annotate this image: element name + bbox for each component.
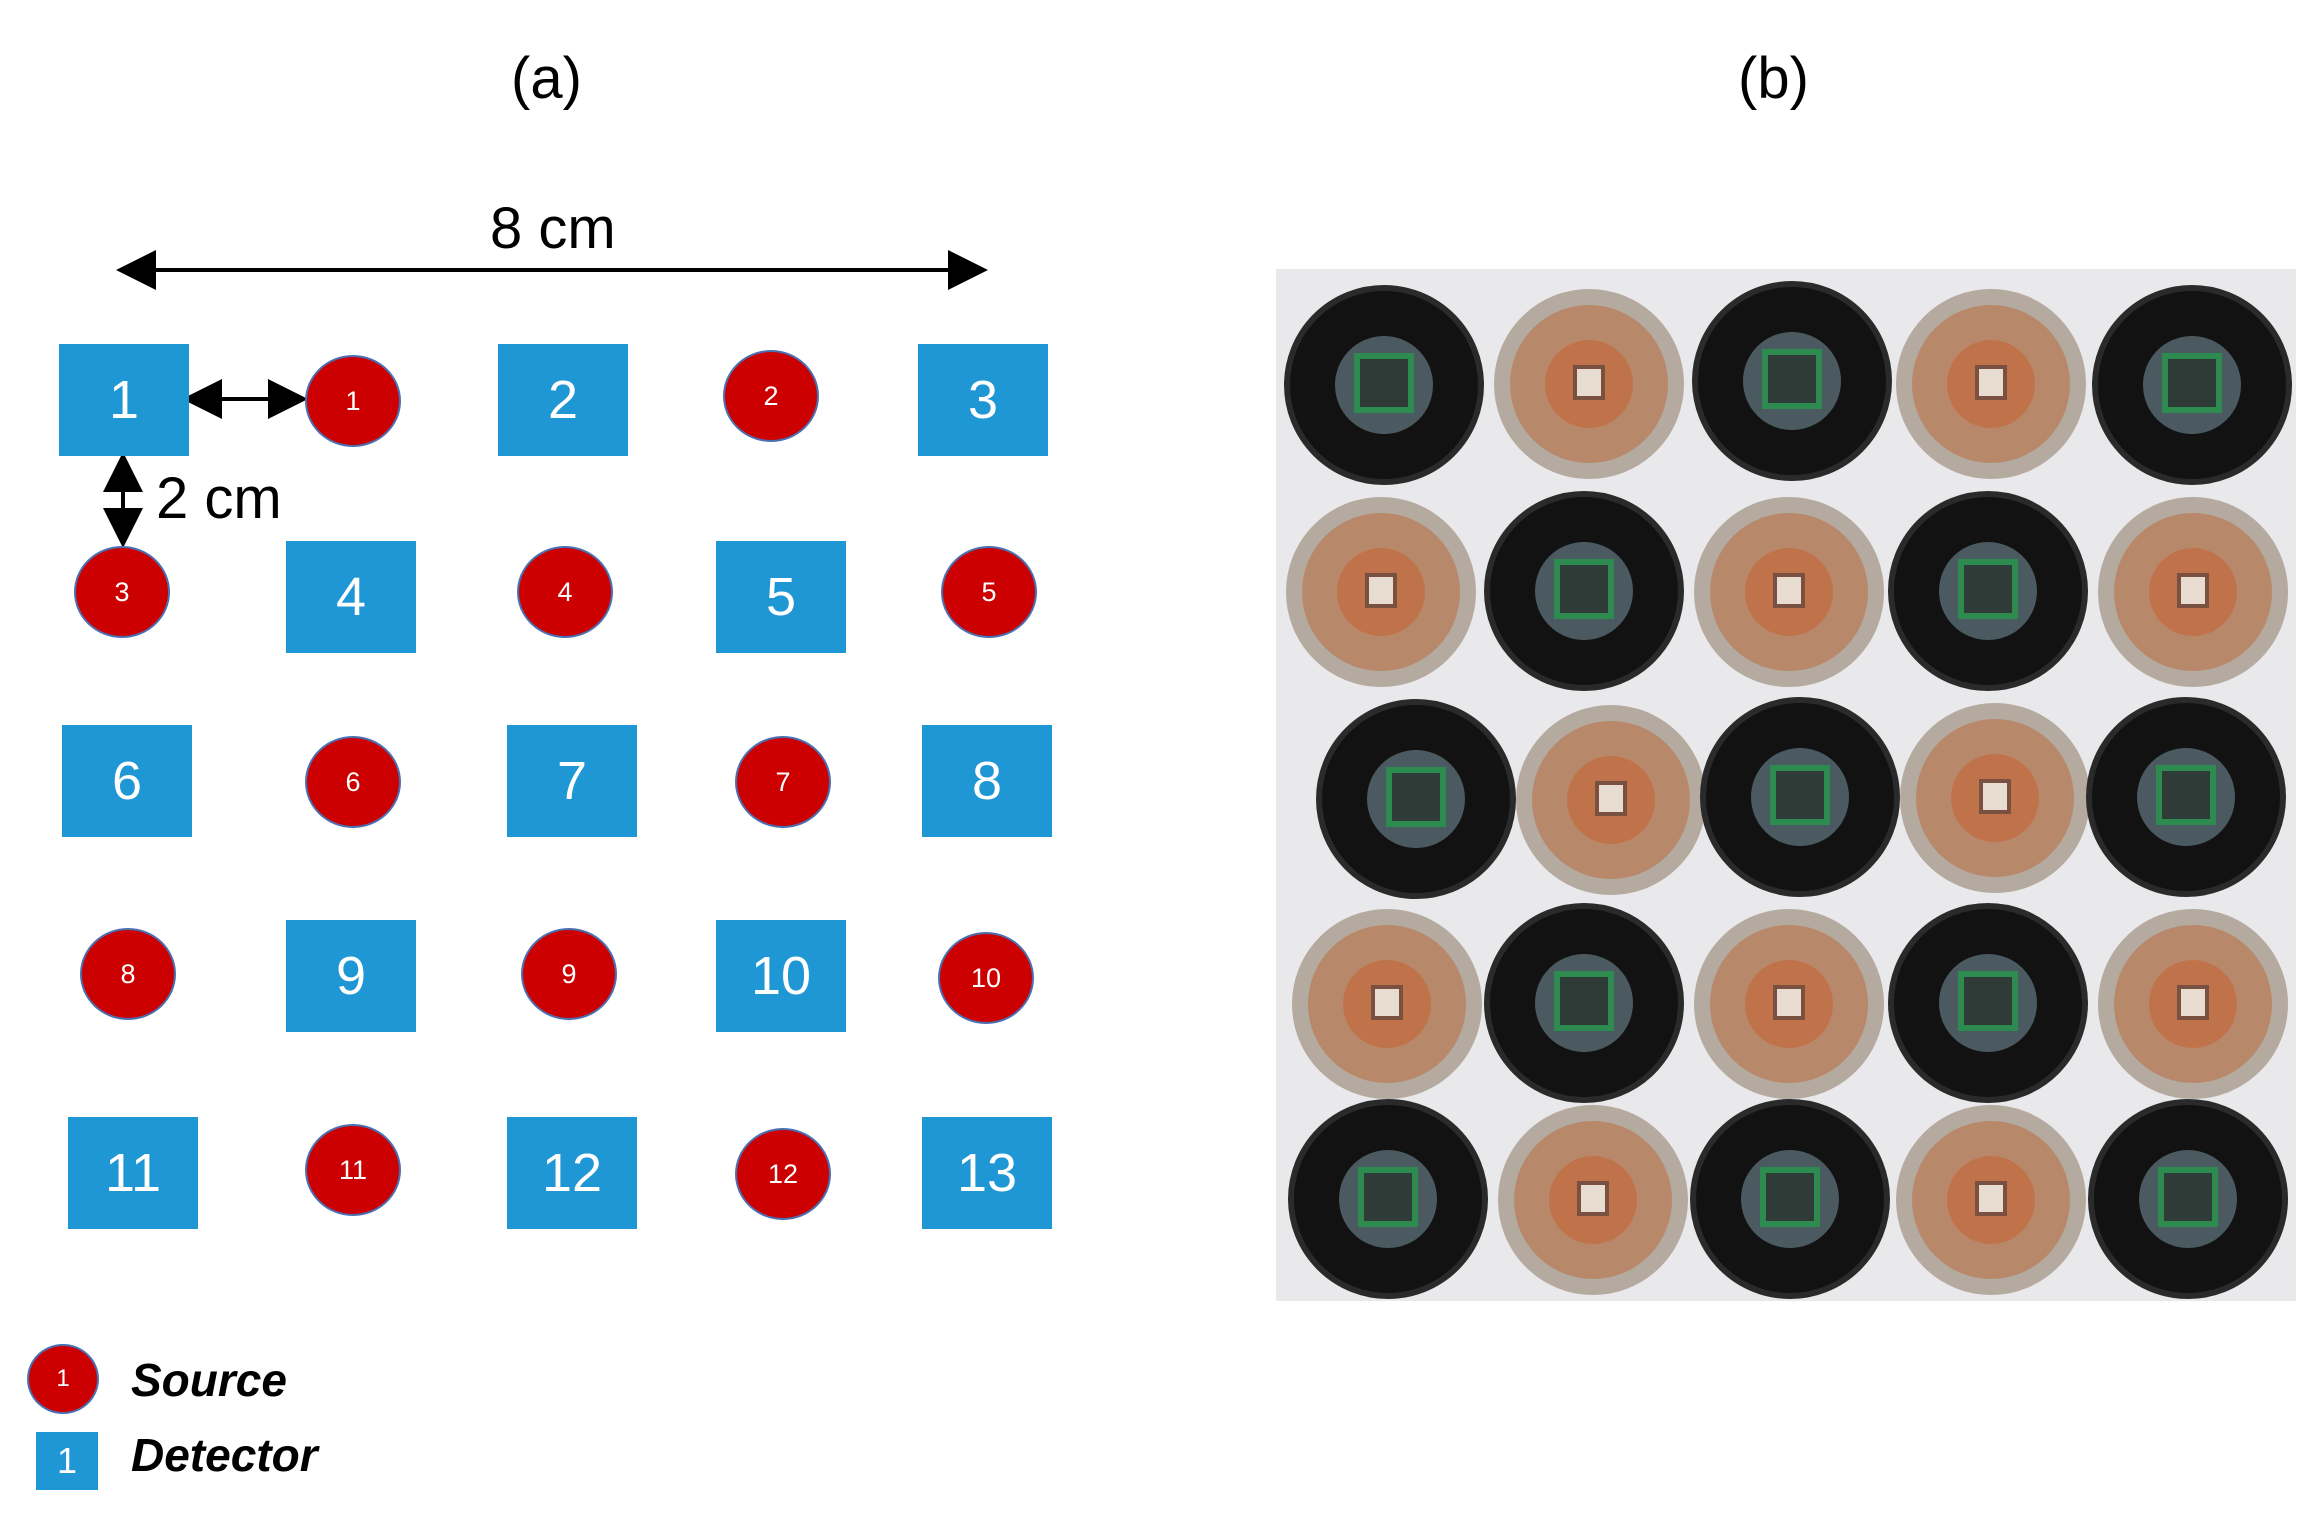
spacing-label: 2 cm xyxy=(156,466,282,531)
photo-source-optode xyxy=(1694,497,1884,687)
detector-6: 6 xyxy=(62,725,192,837)
detector-8: 8 xyxy=(922,725,1052,837)
detector-2: 2 xyxy=(498,344,628,456)
source-2: 2 xyxy=(723,350,819,442)
detector-1: 1 xyxy=(59,344,189,456)
photo-detector-optode xyxy=(1700,697,1900,897)
source-3: 3 xyxy=(74,546,170,638)
panel-label-a: (a) xyxy=(511,46,582,111)
photo-detector-optode xyxy=(2088,1099,2288,1299)
legend-detector-label: Detector xyxy=(131,1429,318,1481)
width-label: 8 cm xyxy=(490,196,616,261)
photo-detector-optode xyxy=(1288,1099,1488,1299)
photo-source-optode xyxy=(1516,705,1706,895)
photo-detector-optode xyxy=(1692,281,1892,481)
photo-detector-optode xyxy=(1284,285,1484,485)
photo-source-optode xyxy=(1896,289,2086,479)
source-4: 4 xyxy=(517,546,613,638)
photo-source-optode xyxy=(1498,1105,1688,1295)
photo-source-optode xyxy=(2098,497,2288,687)
photo-source-optode xyxy=(1896,1105,2086,1295)
photo-detector-optode xyxy=(2092,285,2292,485)
photo-source-optode xyxy=(1292,909,1482,1099)
detector-7: 7 xyxy=(507,725,637,837)
photo-detector-optode xyxy=(1888,491,2088,691)
source-7: 7 xyxy=(735,736,831,828)
optode-array-photo xyxy=(1276,269,2296,1301)
source-8: 8 xyxy=(80,928,176,1020)
source-6: 6 xyxy=(305,736,401,828)
detector-10: 10 xyxy=(716,920,846,1032)
detector-12: 12 xyxy=(507,1117,637,1229)
detector-11: 11 xyxy=(68,1117,198,1229)
source-1: 1 xyxy=(305,355,401,447)
source-11: 11 xyxy=(305,1124,401,1216)
legend-detector-symbol: 1 xyxy=(36,1432,98,1490)
detector-3: 3 xyxy=(918,344,1048,456)
source-5: 5 xyxy=(941,546,1037,638)
photo-detector-optode xyxy=(1888,903,2088,1103)
legend-source-symbol: 1 xyxy=(27,1344,99,1414)
source-10: 10 xyxy=(938,932,1034,1024)
panel-label-b: (b) xyxy=(1738,46,1809,111)
source-12: 12 xyxy=(735,1128,831,1220)
photo-detector-optode xyxy=(1484,491,1684,691)
photo-detector-optode xyxy=(1690,1099,1890,1299)
detector-4: 4 xyxy=(286,541,416,653)
detector-5: 5 xyxy=(716,541,846,653)
photo-detector-optode xyxy=(1484,903,1684,1103)
photo-source-optode xyxy=(2098,909,2288,1099)
detector-13: 13 xyxy=(922,1117,1052,1229)
source-9: 9 xyxy=(521,928,617,1020)
photo-detector-optode xyxy=(2086,697,2286,897)
photo-source-optode xyxy=(1494,289,1684,479)
photo-source-optode xyxy=(1900,703,2090,893)
photo-source-optode xyxy=(1694,909,1884,1099)
photo-detector-optode xyxy=(1316,699,1516,899)
legend-source-label: Source xyxy=(131,1354,287,1406)
detector-9: 9 xyxy=(286,920,416,1032)
photo-source-optode xyxy=(1286,497,1476,687)
